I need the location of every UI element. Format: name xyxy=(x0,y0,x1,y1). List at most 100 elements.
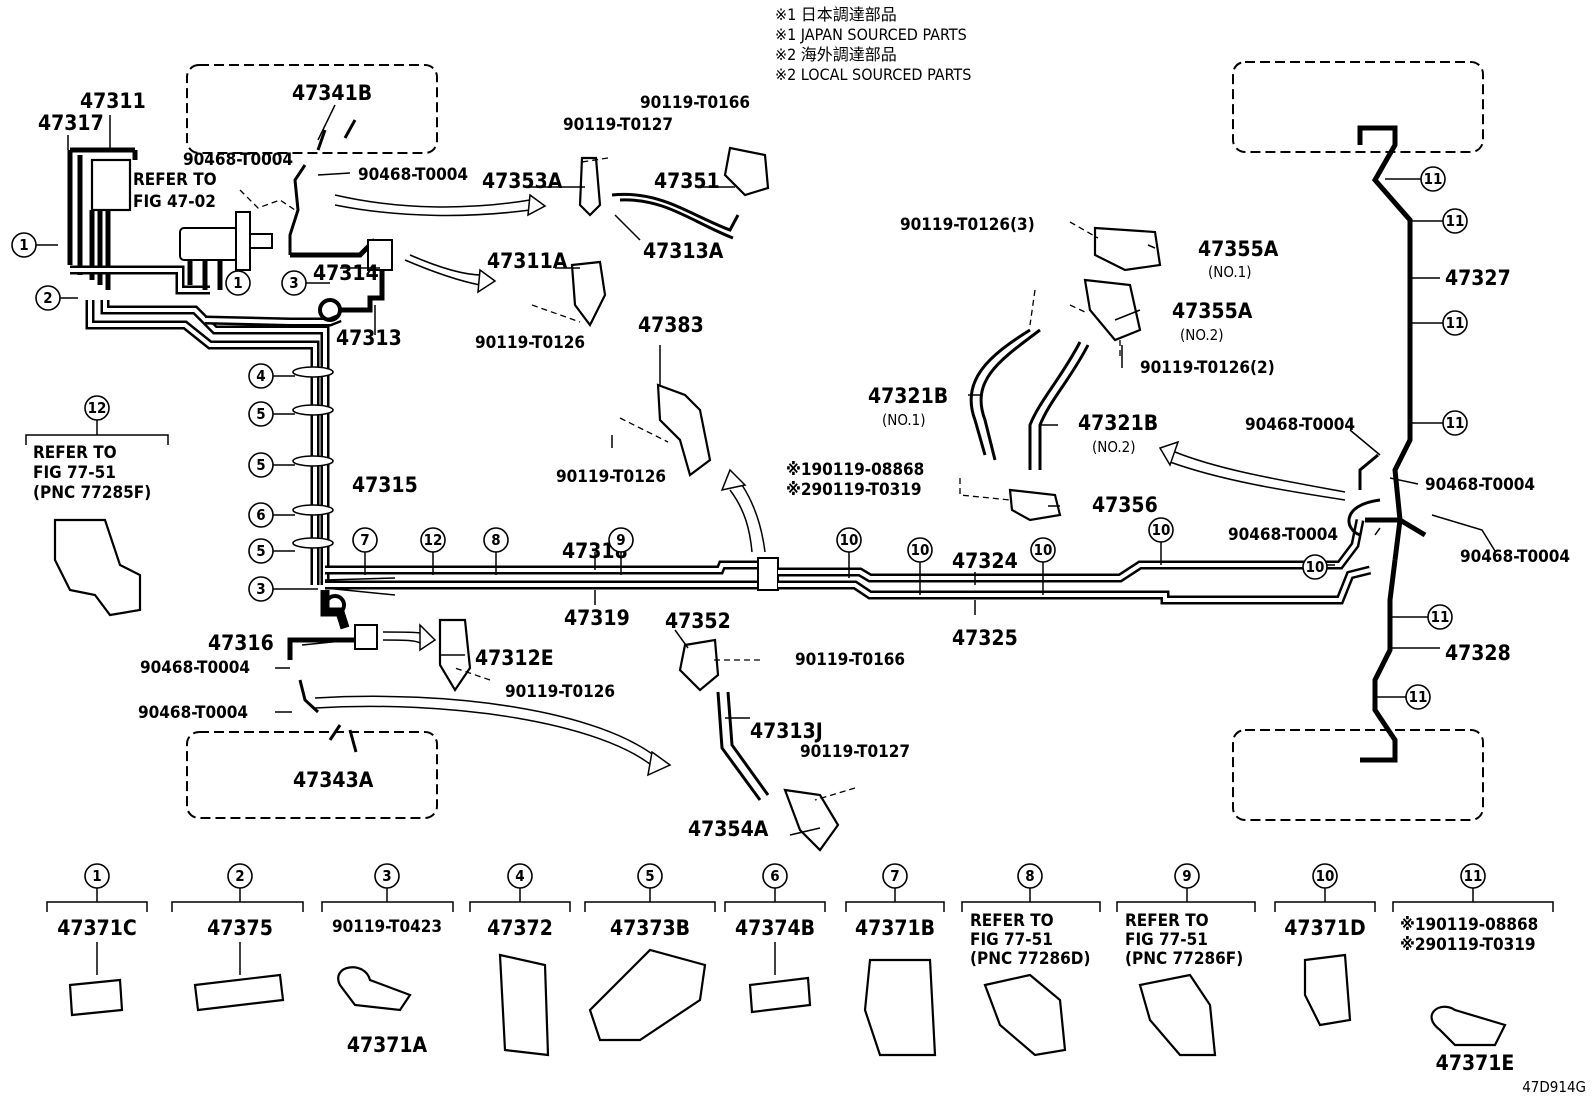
hose-47341b xyxy=(316,119,357,151)
label-47383: 47383 xyxy=(638,313,704,337)
label-90468-g: 90468-T0004 xyxy=(1228,525,1338,545)
label-90119-t0127-a: 90119-T0127 xyxy=(563,115,673,135)
pipes-47324-47325 xyxy=(778,519,1372,605)
legend-row: 1 47371C 2 47375 3 90119-T0423 47371A 4 … xyxy=(46,863,1554,1075)
legend-item-8: 8 REFER TO FIG 77-51 (PNC 77286D) xyxy=(961,863,1101,1057)
label-fig-7751: FIG 77-51 xyxy=(33,463,116,483)
label-47315: 47315 xyxy=(352,473,418,497)
legend-8-fig: FIG 77-51 xyxy=(970,930,1053,950)
label-47311: 47311 xyxy=(80,89,146,113)
svg-text:6: 6 xyxy=(256,506,265,524)
label-47313a: 47313A xyxy=(643,239,724,263)
callout-10-e: 10 xyxy=(1302,554,1328,580)
note-local-jp: ※2 海外調達部品 xyxy=(775,45,897,64)
brake-actuator-assembly xyxy=(67,147,330,585)
callout-12-a: 12 xyxy=(420,527,446,553)
svg-text:11: 11 xyxy=(1409,688,1428,706)
hose-47321b-no1 xyxy=(969,328,1041,461)
callout-10-c: 10 xyxy=(1030,537,1056,563)
label-47343a: 47343A xyxy=(293,768,374,792)
label-47317: 47317 xyxy=(38,111,104,135)
legend-9-fig: FIG 77-51 xyxy=(1125,930,1208,950)
legend-item-5: 5 47373B xyxy=(584,863,716,1042)
svg-text:10: 10 xyxy=(1034,541,1053,559)
svg-text:4: 4 xyxy=(256,367,265,385)
note-japan-en: ※1 JAPAN SOURCED PARTS xyxy=(775,25,967,44)
label-90119-t0166-a: 90119-T0166 xyxy=(640,93,750,113)
callout-11-b: 11 xyxy=(1442,208,1468,234)
svg-text:9: 9 xyxy=(616,531,625,549)
callouts: 1 1 2 3 3 4 5 5 6 5 7 12 8 9 10 10 10 10… xyxy=(11,166,1468,710)
svg-text:4: 4 xyxy=(515,867,524,885)
svg-text:12: 12 xyxy=(424,531,443,549)
svg-text:1: 1 xyxy=(92,867,101,885)
pipe-47313 xyxy=(204,270,385,327)
pipe-47315-clamps xyxy=(292,366,334,549)
svg-text:11: 11 xyxy=(1446,414,1465,432)
legend-8-refer: REFER TO xyxy=(970,911,1054,931)
svg-text:10: 10 xyxy=(1152,521,1171,539)
label-90468-a: 90468-T0004 xyxy=(183,150,293,170)
hose-47321b-no2 xyxy=(1028,341,1090,470)
hose-47343a xyxy=(298,679,342,741)
svg-text:10: 10 xyxy=(1306,558,1325,576)
svg-text:1: 1 xyxy=(233,274,242,292)
label-90119-t0166-b: 90119-T0166 xyxy=(795,650,905,670)
legend-item-7: 7 47371B xyxy=(845,863,945,1057)
label-90119-t0126-b: 90119-T0126 xyxy=(556,467,666,487)
label-refer-to-a: REFER TO xyxy=(133,170,217,190)
svg-text:3: 3 xyxy=(289,274,298,292)
svg-text:11: 11 xyxy=(1431,608,1450,626)
label-90119-t0126-a: 90119-T0126 xyxy=(475,333,585,353)
label-no1-b: (NO.1) xyxy=(882,411,926,429)
svg-text:7: 7 xyxy=(890,867,899,885)
note-japan-jp: ※1 日本調達部品 xyxy=(775,5,897,24)
label-no2-a: (NO.2) xyxy=(1180,326,1224,344)
legend-47372: 47372 xyxy=(487,916,553,940)
callout-3-a: 3 xyxy=(281,270,307,296)
label-no1-a: (NO.1) xyxy=(1208,263,1252,281)
label-47324: 47324 xyxy=(952,549,1018,573)
callout-11-a: 11 xyxy=(1420,166,1446,192)
union-47314 xyxy=(367,239,393,271)
legend-47371a: 47371A xyxy=(347,1033,428,1057)
label-47341b: 47341B xyxy=(292,81,372,105)
label-90468-c: 90468-T0004 xyxy=(140,658,250,678)
svg-text:11: 11 xyxy=(1446,314,1465,332)
label-47321b-no1: 47321B xyxy=(868,384,948,408)
label-47328: 47328 xyxy=(1445,641,1511,665)
label-47351: 47351 xyxy=(654,169,720,193)
label-47353a: 47353A xyxy=(482,169,563,193)
callout-5-a: 5 xyxy=(248,401,274,427)
callout-1-b: 1 xyxy=(225,270,251,296)
callout-3-b: 3 xyxy=(248,576,274,602)
front-left-wheel-area xyxy=(186,64,438,154)
callout-leaders xyxy=(36,178,1443,698)
pipe-47316-coil xyxy=(324,594,346,616)
legend-item-11: 11 ※190119-08868 ※290119-T0319 47371E xyxy=(1392,863,1554,1075)
label-bolt-note-1: ※190119-08868 xyxy=(786,460,924,480)
label-47355a-no1: 47355A xyxy=(1198,237,1279,261)
svg-text:8: 8 xyxy=(491,531,500,549)
legend-item-4: 4 47372 xyxy=(469,863,571,1057)
dashed-leaders xyxy=(239,157,1121,801)
svg-text:5: 5 xyxy=(256,405,265,423)
legend-11-bolt1: ※190119-08868 xyxy=(1400,915,1538,935)
legend-item-10: 10 47371D xyxy=(1274,863,1376,1027)
legend-item-1: 1 47371C xyxy=(46,863,148,1017)
pipe-47328 xyxy=(1360,559,1398,763)
svg-text:2: 2 xyxy=(43,289,52,307)
legend-9-refer: REFER TO xyxy=(1125,911,1209,931)
hose-47343a-end xyxy=(348,729,358,753)
svg-text:3: 3 xyxy=(256,580,265,598)
svg-text:5: 5 xyxy=(256,542,265,560)
label-bolt-note-2: ※290119-T0319 xyxy=(786,480,922,500)
hose-47313j xyxy=(716,691,770,801)
callout-6: 6 xyxy=(248,502,274,528)
label-90468-f: 90468-T0004 xyxy=(1425,475,1535,495)
legend-47371d: 47371D xyxy=(1284,916,1365,940)
label-90119-t0126-2: 90119-T0126(2) xyxy=(1140,358,1275,378)
note-local-en: ※2 LOCAL SOURCED PARTS xyxy=(775,65,971,84)
legend-47371c: 47371C xyxy=(57,916,137,940)
